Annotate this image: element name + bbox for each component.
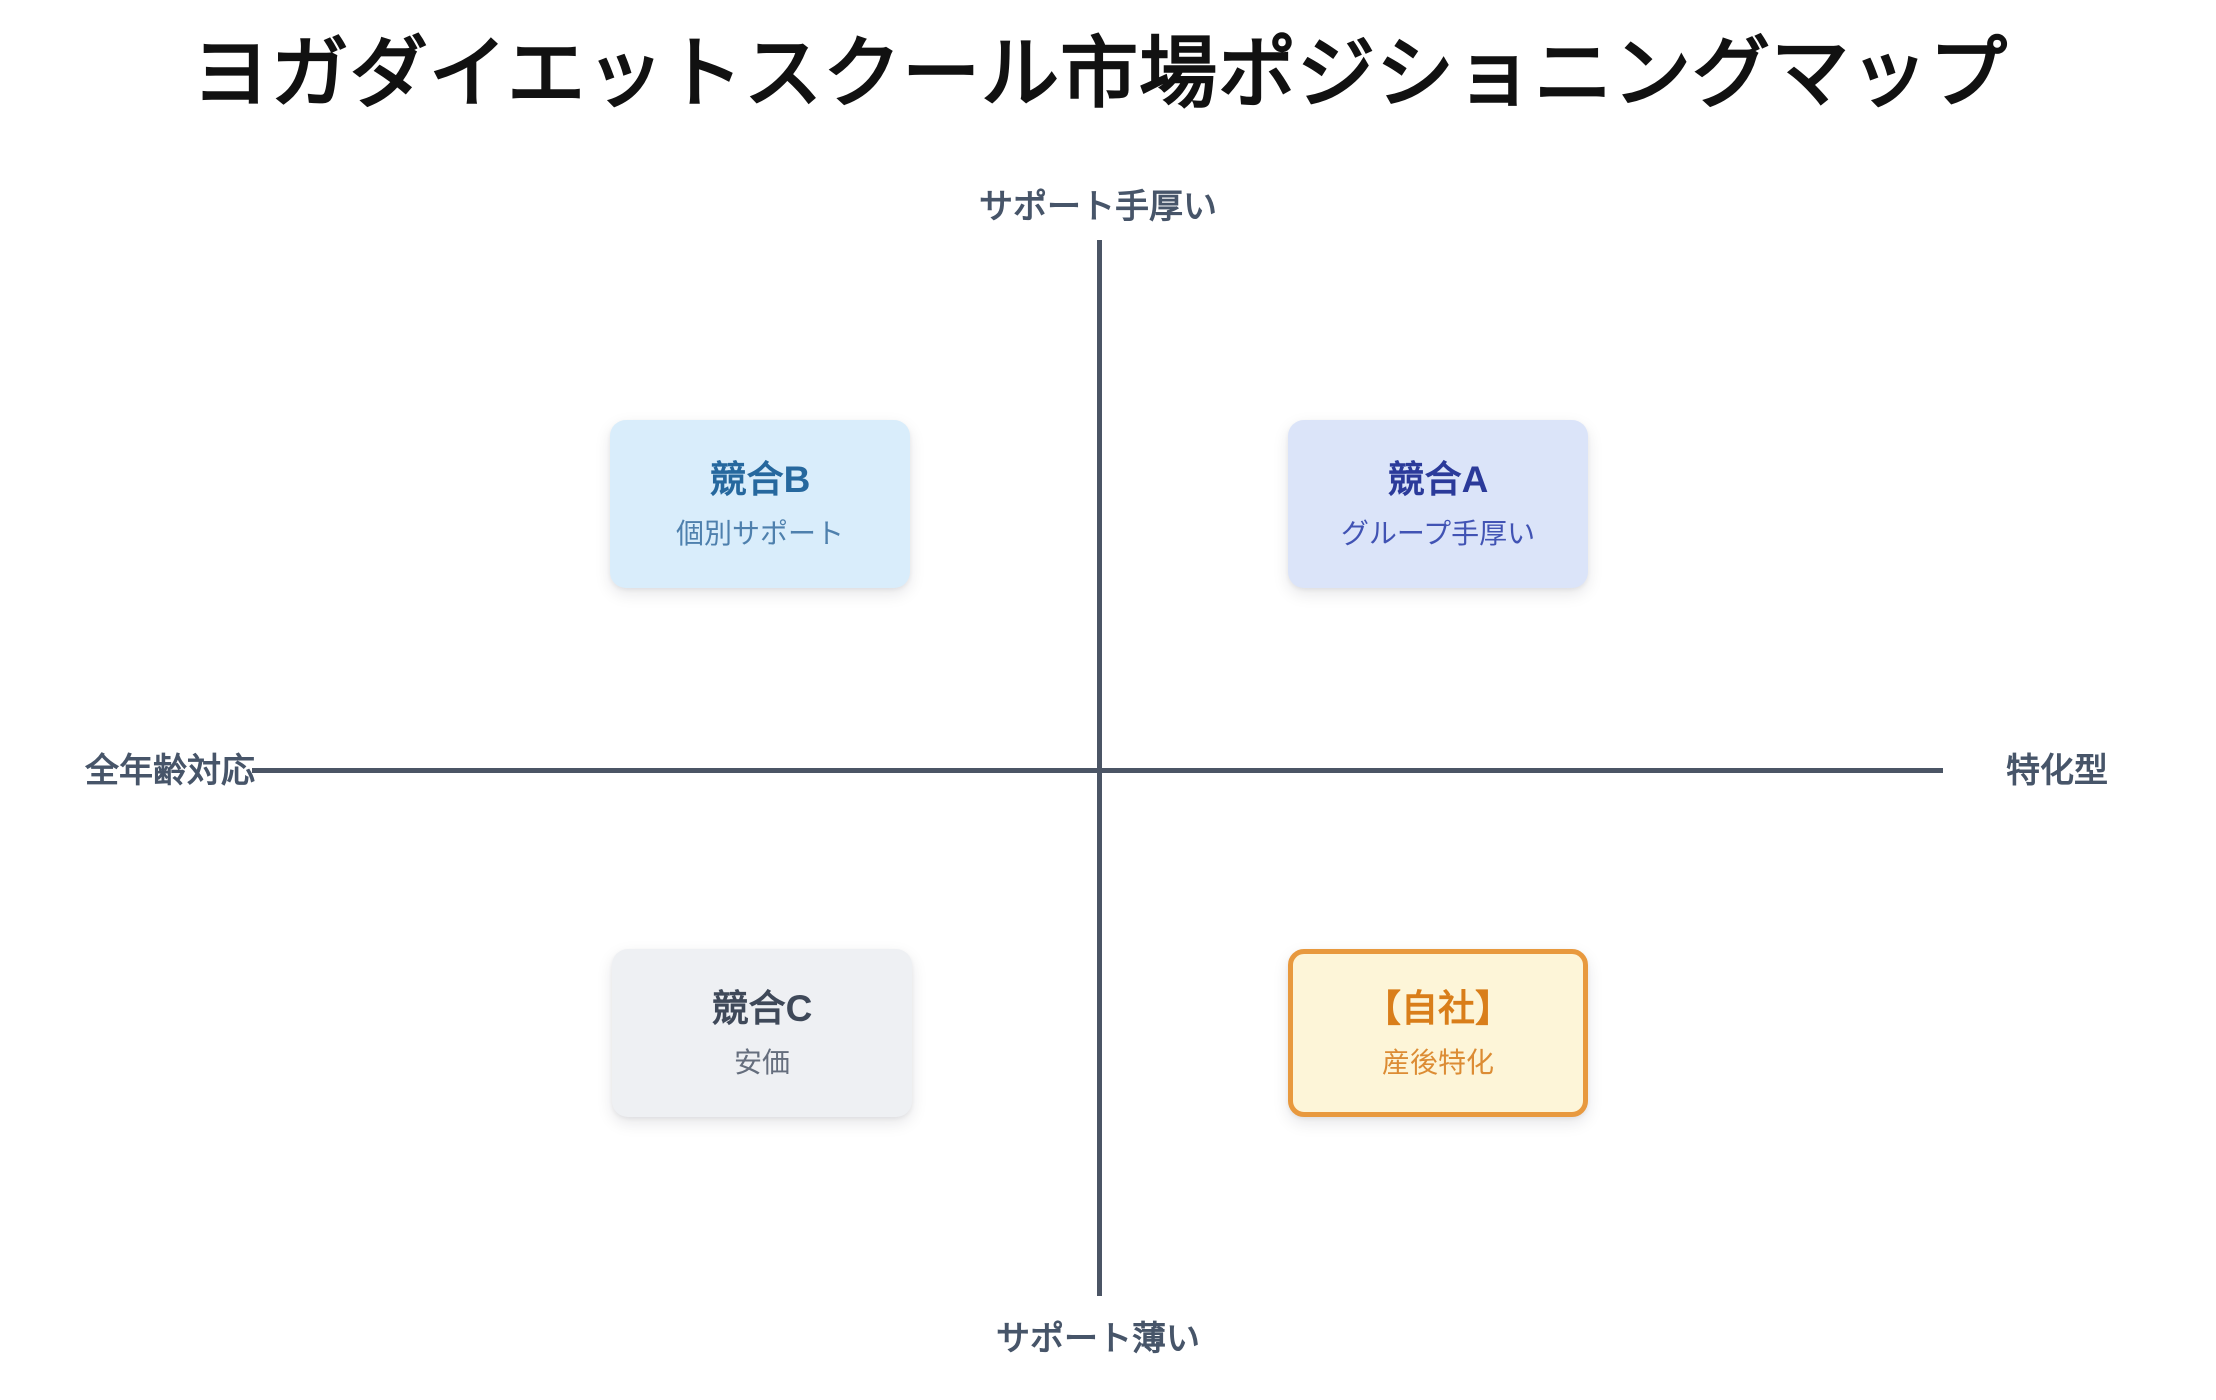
card-competitor-b: 競合B 個別サポート [610, 420, 910, 588]
card-competitor-b-description: 個別サポート [675, 517, 844, 549]
axis-label-right: 特化型 [2006, 752, 2108, 790]
card-competitor-c-name: 競合C [711, 987, 813, 1029]
card-competitor-a-name: 競合A [1387, 458, 1489, 500]
axis-label-top: サポート手厚い [979, 188, 1217, 226]
card-competitor-a: 競合A グループ手厚い [1288, 420, 1588, 588]
card-competitor-a-description: グループ手厚い [1340, 517, 1536, 549]
axis-label-left: 全年齢対応 [85, 752, 255, 790]
horizontal-axis-line [252, 768, 1943, 773]
card-competitor-c: 競合C 安価 [612, 949, 912, 1117]
card-own-company-name: 【自社】 [1364, 987, 1512, 1029]
card-own-company-description: 産後特化 [1381, 1046, 1494, 1078]
card-own-company: 【自社】 産後特化 [1288, 949, 1588, 1117]
card-competitor-b-name: 競合B [709, 458, 811, 500]
card-competitor-c-description: 安価 [733, 1046, 790, 1078]
axis-label-bottom: サポート薄い [996, 1320, 1200, 1358]
page-title: ヨガダイエットスクール市場ポジショニングマップ [191, 29, 2009, 117]
